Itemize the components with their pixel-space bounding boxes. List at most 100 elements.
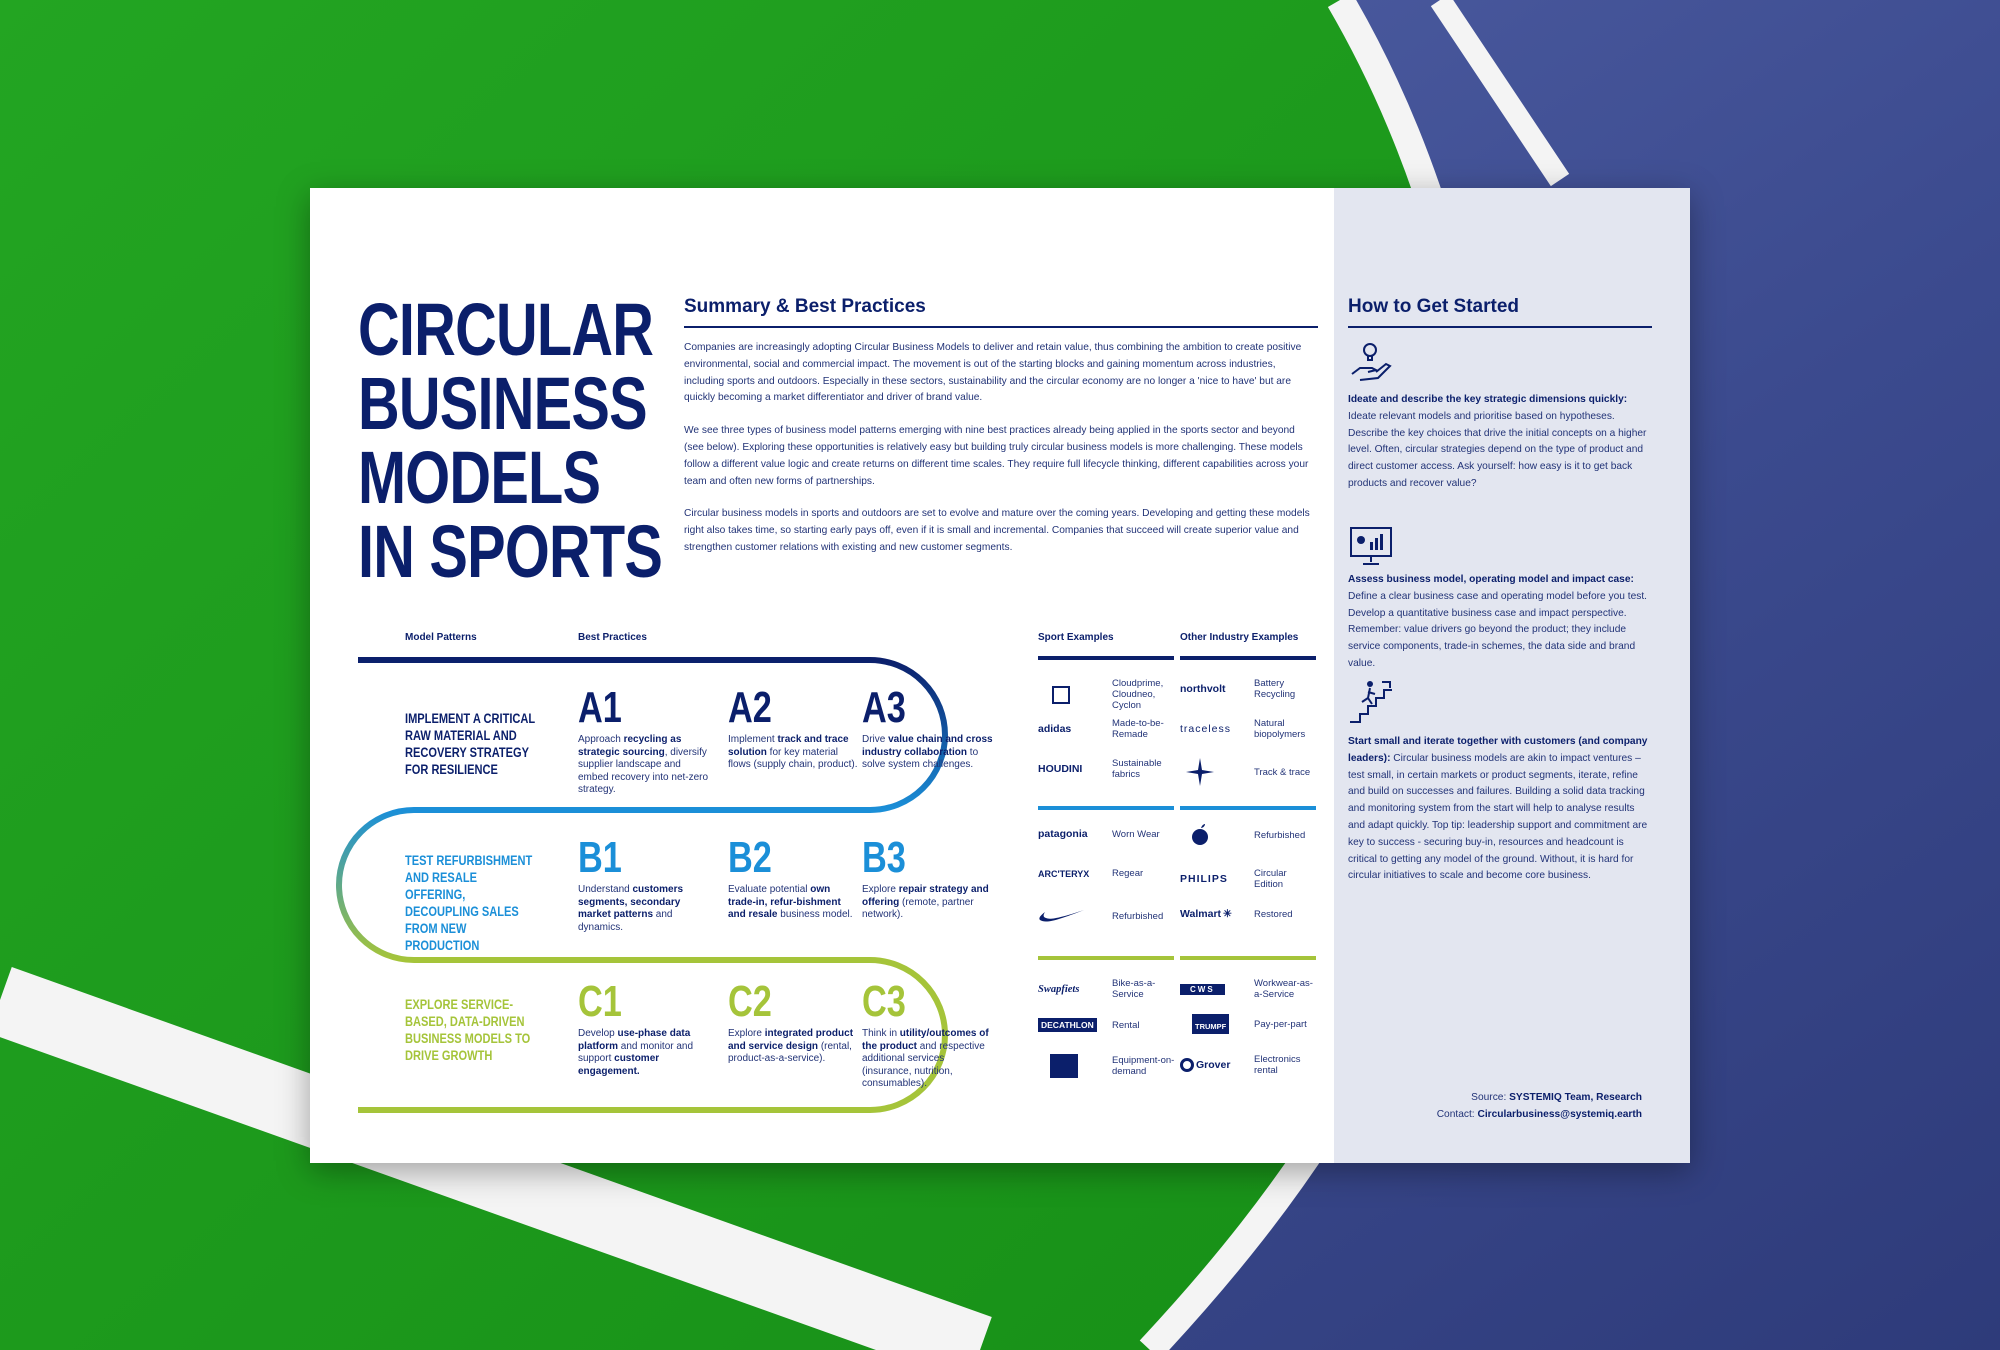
practice-highlight: integrated product and service design: [728, 1028, 854, 1052]
summary-paragraph: We see three types of business model pat…: [684, 425, 1309, 487]
grover-logo: Grover: [1180, 1058, 1244, 1072]
title-line: CIRCULAR: [358, 288, 654, 371]
practice-b3: B3 Explore repair strategy and offering …: [862, 836, 994, 922]
example-text: Circular Edition: [1254, 868, 1287, 890]
adidas-logo: adidas: [1038, 723, 1072, 735]
example-text: Cloudprime, Cloudneo, Cyclon: [1112, 678, 1164, 711]
example-text: Sustainable fabrics: [1112, 758, 1162, 780]
example-text: Equipment-on-demand: [1112, 1055, 1175, 1077]
practice-highlight: use-phase data platform: [578, 1028, 691, 1052]
example-text: Worn Wear: [1112, 828, 1160, 840]
column-label-model-patterns: Model Patterns: [405, 632, 477, 643]
example-text: Workwear-as-a-Service: [1254, 978, 1313, 1000]
sport-example-houdini: HOUDINI Sustainable fabrics: [1038, 758, 1176, 780]
practice-code: A2: [728, 683, 772, 732]
practice-c3: C3 Think in utility/outcomes of the prod…: [862, 980, 994, 1091]
sport-example-decathlon: DECATHLON Rental: [1038, 1018, 1176, 1032]
other-example-grover: Grover Electronics rental: [1180, 1054, 1318, 1076]
example-text: Bike-as-a-Service: [1112, 978, 1156, 1000]
other-example-northvolt: northvolt Battery Recycling: [1180, 678, 1318, 700]
source-label: Source:: [1471, 1092, 1507, 1103]
practice-text: and respective additional services (insu…: [862, 1040, 985, 1090]
sport-example-adidas: adidas Made-to-be-Remade: [1038, 718, 1176, 740]
practice-code: A1: [578, 683, 622, 732]
practice-text: business model.: [777, 909, 853, 921]
other-example-cws: CWS Workwear-as-a-Service: [1180, 978, 1318, 1000]
idea-hand-icon: [1351, 343, 1392, 381]
example-text: Regear: [1112, 868, 1144, 879]
sport-example-on: Cloudprime, Cloudneo, Cyclon: [1038, 678, 1176, 711]
cws-logo: CWS: [1180, 983, 1244, 995]
example-text: Track & trace: [1254, 766, 1311, 778]
title-line: BUSINESS: [358, 362, 648, 445]
step-body: Ideate relevant models and prioritise ba…: [1348, 410, 1647, 489]
practice-text: Implement: [728, 734, 778, 745]
step-title: Ideate and describe the key strategic di…: [1348, 394, 1628, 405]
example-text: Refurbished: [1112, 910, 1164, 922]
walmart-logo: Walmart✳: [1180, 908, 1244, 920]
walmart-wordmark: Walmart: [1180, 908, 1222, 920]
other-example-apple: Refurbished: [1180, 824, 1318, 846]
climbing-stairs-icon: [1350, 681, 1392, 723]
other-rule-c: [1180, 956, 1316, 960]
practice-code: A3: [862, 683, 906, 732]
example-text: Restored: [1254, 908, 1293, 920]
practice-c1: C1 Develop use-phase data platform and m…: [578, 980, 710, 1078]
practice-text: Approach: [578, 734, 624, 745]
example-text: Made-to-be-Remade: [1112, 718, 1164, 740]
summary-paragraph: Companies are increasingly adopting Circ…: [684, 342, 1302, 404]
other-example-philips: PHILIPS Circular Edition: [1180, 868, 1318, 890]
column-label-other-examples: Other Industry Examples: [1180, 632, 1299, 643]
grover-wordmark: Grover: [1196, 1059, 1231, 1071]
sport-rule-a: [1038, 656, 1174, 660]
houdini-logo: HOUDINI: [1038, 763, 1083, 775]
example-text: Refurbished: [1254, 829, 1306, 841]
example-text: Natural biopolymers: [1254, 718, 1306, 740]
practice-b1: B1 Understand customers segments, second…: [578, 836, 710, 934]
example-text: Battery Recycling: [1254, 678, 1296, 700]
practice-b2: B2 Evaluate potential own trade-in, refu…: [728, 836, 860, 922]
on-logo: [1038, 685, 1102, 704]
practice-text: Evaluate potential: [728, 884, 811, 895]
grover-ring-icon: [1180, 1058, 1194, 1072]
cws-wordmark: CWS: [1180, 983, 1225, 995]
step-body: Define a clear business case and operati…: [1348, 590, 1648, 669]
practice-highlight: value chain and cross industry collabora…: [862, 734, 993, 758]
other-example-trumpf: TRUMPF Pay-per-part: [1180, 1014, 1318, 1034]
trumpf-wordmark: TRUMPF: [1192, 1014, 1230, 1034]
traceless-logo: traceless: [1180, 723, 1232, 735]
sport-example-peloton: Equipment-on-demand: [1038, 1054, 1176, 1078]
sport-rule-b: [1038, 806, 1174, 810]
contact-email[interactable]: Circularbusiness@systemiq.earth: [1477, 1108, 1642, 1120]
other-example-traceless: traceless Natural biopolymers: [1180, 718, 1318, 740]
practice-text: Develop: [578, 1028, 618, 1039]
practice-text: (rental, product-as-a-service).: [728, 1040, 852, 1065]
sport-rule-c: [1038, 956, 1174, 960]
poster: CIRCULAR BUSINESS MODELS IN SPORTS Summa…: [310, 188, 1690, 1163]
practice-code: B1: [578, 833, 622, 882]
example-text: Rental: [1112, 1019, 1140, 1031]
peloton-logo: [1038, 1054, 1102, 1078]
practice-a1: A1 Approach recycling as strategic sourc…: [578, 686, 710, 797]
practice-code: C1: [578, 977, 622, 1026]
summary-paragraph: Circular business models in sports and o…: [684, 508, 1310, 553]
patagonia-logo: patagonia: [1038, 828, 1088, 840]
practice-text: Understand: [578, 884, 633, 895]
title-line: MODELS: [358, 436, 601, 519]
sport-example-arcteryx: ARC'TERYX Regear: [1038, 868, 1176, 879]
practice-text: Explore: [728, 1028, 765, 1039]
practice-code: C3: [862, 977, 906, 1026]
practice-highlight: recycling as strategic sourcing: [578, 734, 682, 758]
walmart-spark-icon: ✳: [1223, 908, 1232, 920]
practice-highlight: customers segments, secondary market pat…: [578, 884, 684, 921]
practice-a3: A3 Drive value chain and cross industry …: [862, 686, 994, 772]
practice-text: to solve system challenges.: [862, 746, 979, 771]
step-2: Assess business model, operating model a…: [1348, 572, 1648, 673]
step-title: Start small and iterate together with cu…: [1348, 736, 1648, 764]
northvolt-logo: northvolt: [1180, 683, 1226, 695]
decathlon-wordmark: DECATHLON: [1038, 1018, 1097, 1032]
circulor-star-icon: [1180, 758, 1244, 786]
source-value: SYSTEMIQ Team, Research: [1509, 1092, 1642, 1103]
business-case-screen-icon: [1350, 527, 1392, 565]
poster-title: CIRCULAR BUSINESS MODELS IN SPORTS: [358, 288, 663, 589]
